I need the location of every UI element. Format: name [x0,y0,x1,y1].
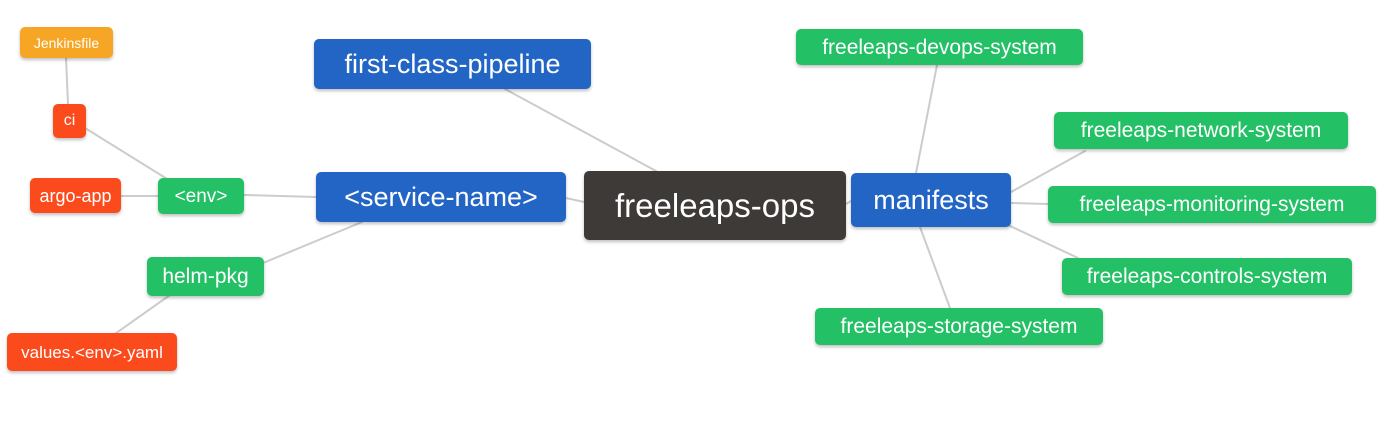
edge-service-name--freeleaps-ops [565,197,585,203]
edge-ci--env [84,127,173,183]
node-argo-app[interactable]: argo-app [30,178,121,213]
node-jenkinsfile[interactable]: Jenkinsfile [20,27,113,58]
edge-manifests--freeleaps-controls-system [1007,224,1079,259]
node-values-env-yaml[interactable]: values.<env>.yaml [7,333,177,371]
edge-freeleaps-ops--manifests [845,200,852,205]
edge-freeleaps-network-system--manifests [1010,150,1086,193]
node-freeleaps-network-system[interactable]: freeleaps-network-system [1054,112,1348,149]
node-ci[interactable]: ci [53,104,86,138]
node-freeleaps-devops-system[interactable]: freeleaps-devops-system [796,29,1083,65]
node-manifests[interactable]: manifests [851,173,1011,227]
edge-freeleaps-devops-system--manifests [915,64,938,174]
edge-helm-pkg--service-name [262,221,363,264]
node-freeleaps-ops[interactable]: freeleaps-ops [584,171,846,240]
node-helm-pkg[interactable]: helm-pkg [147,257,264,296]
edge-values-env-yaml--helm-pkg [111,294,171,337]
edge-env--service-name [243,194,317,198]
edge-jenkinsfile--ci [65,57,69,105]
node-freeleaps-controls-system[interactable]: freeleaps-controls-system [1062,258,1352,295]
edge-first-class-pipeline--freeleaps-ops [504,88,657,172]
edge-manifests--freeleaps-storage-system [919,226,951,309]
edge-manifests--freeleaps-monitoring-system [1010,202,1049,205]
node-freeleaps-monitoring-system[interactable]: freeleaps-monitoring-system [1048,186,1376,223]
node-service-name[interactable]: <service-name> [316,172,566,222]
node-freeleaps-storage-system[interactable]: freeleaps-storage-system [815,308,1103,345]
node-env[interactable]: <env> [158,178,244,214]
node-first-class-pipeline[interactable]: first-class-pipeline [314,39,591,89]
